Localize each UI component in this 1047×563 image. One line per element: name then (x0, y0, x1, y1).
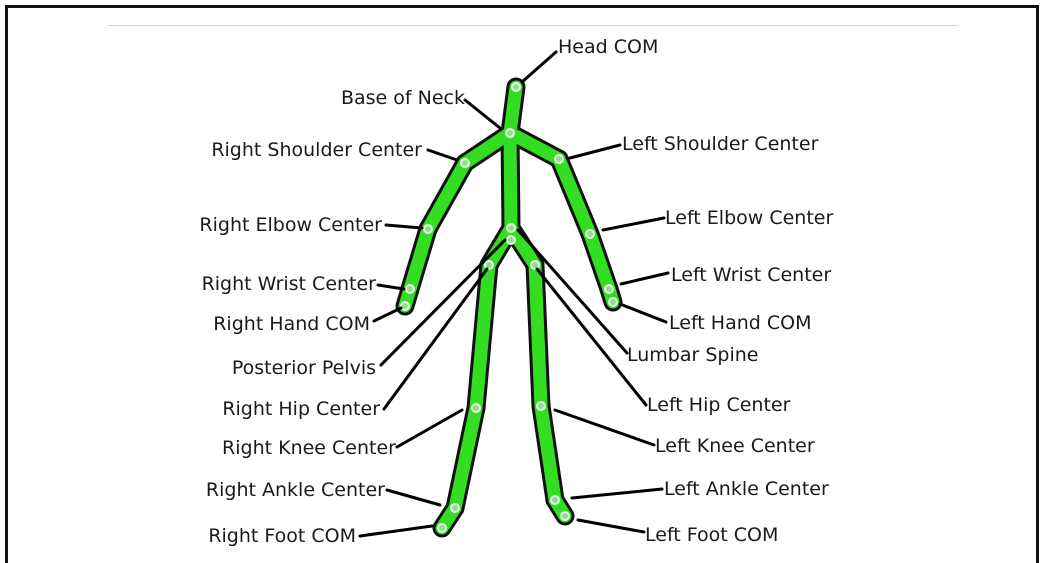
leader-left-elbow (603, 218, 664, 230)
joint-left-shoulder (555, 155, 563, 163)
bone-left-upper-arm (559, 159, 590, 234)
bone-head-neck (510, 87, 516, 133)
leader-left-wrist (621, 273, 668, 284)
label-left-ankle-center: Left Ankle Center (664, 478, 829, 500)
joint-right-foot-com (438, 524, 446, 532)
leader-left-shoulder (570, 145, 620, 158)
leader-left-foot (578, 520, 644, 532)
label-right-knee-center: Right Knee Center (222, 437, 396, 459)
label-posterior-pelvis: Posterior Pelvis (232, 357, 376, 379)
joint-right-ankle (451, 504, 459, 512)
label-left-wrist-center: Left Wrist Center (671, 264, 831, 286)
leader-left-knee (555, 410, 654, 445)
label-right-hip-center: Right Hip Center (222, 398, 380, 420)
leader-left-hand (620, 304, 666, 322)
leader-right-foot (360, 526, 432, 536)
label-left-elbow-center: Left Elbow Center (665, 207, 833, 229)
joint-left-wrist (605, 285, 613, 293)
joint-left-knee (537, 402, 545, 410)
bone-left-thigh (535, 265, 541, 406)
leader-right-elbow (386, 225, 422, 228)
joint-base-of-neck (506, 129, 514, 137)
label-left-foot-com: Left Foot COM (645, 524, 778, 546)
label-lumbar-spine: Lumbar Spine (627, 344, 759, 366)
joint-head-com (512, 83, 520, 91)
joint-right-elbow (424, 225, 432, 233)
joint-right-shoulder (461, 159, 469, 167)
label-right-wrist-center: Right Wrist Center (202, 273, 377, 295)
bone-spine (510, 133, 511, 228)
label-head-com: Head COM (558, 36, 658, 58)
joint-left-foot-com (561, 512, 569, 520)
bone-left-shin (541, 406, 555, 500)
joint-lumbar-spine (507, 224, 515, 232)
leader-base-of-neck (465, 100, 500, 128)
joint-left-elbow (586, 230, 594, 238)
label-right-ankle-center: Right Ankle Center (206, 479, 385, 501)
joint-left-hand-com (609, 298, 617, 306)
label-right-hand-com: Right Hand COM (213, 313, 370, 335)
bone-left-forearm (590, 234, 609, 289)
leader-right-shoulder (428, 150, 457, 160)
label-left-hip-center: Left Hip Center (647, 394, 791, 416)
leader-left-hip (537, 269, 646, 405)
leader-right-ankle (387, 490, 440, 505)
label-left-shoulder-center: Left Shoulder Center (622, 133, 819, 155)
leader-right-knee (397, 410, 462, 447)
joint-left-ankle (551, 496, 559, 504)
joint-right-knee (472, 404, 480, 412)
bone-right-upper-arm (428, 163, 465, 229)
label-right-foot-com: Right Foot COM (208, 525, 356, 547)
label-left-hand-com: Left Hand COM (669, 312, 811, 334)
leader-right-wrist (378, 285, 404, 289)
leader-left-ankle (572, 489, 662, 498)
leader-head-com (522, 52, 556, 82)
label-right-elbow-center: Right Elbow Center (199, 214, 382, 236)
label-left-knee-center: Left Knee Center (655, 435, 815, 457)
leader-right-hand (374, 308, 401, 321)
bone-right-forearm (410, 229, 428, 289)
label-base-of-neck: Base of Neck (341, 87, 465, 109)
label-right-shoulder-center: Right Shoulder Center (211, 139, 422, 161)
joint-right-wrist (406, 285, 414, 293)
joint-posterior-pelvis (507, 236, 515, 244)
